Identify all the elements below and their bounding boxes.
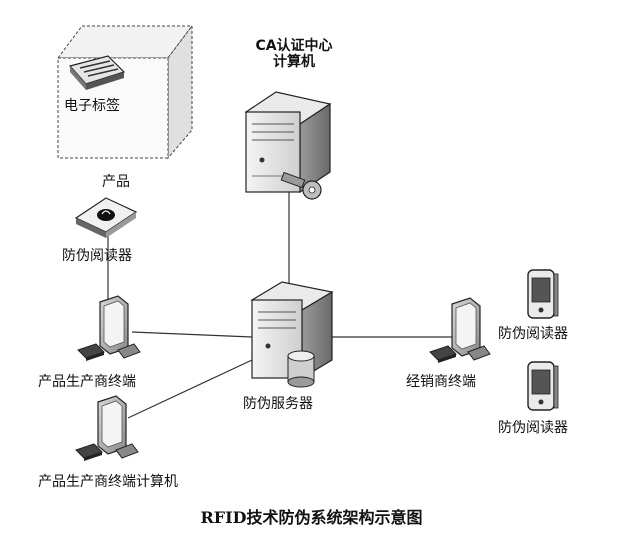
reader-right-2-label: 防伪阅读器 xyxy=(498,420,568,436)
dealer-terminal-monitor-icon xyxy=(451,297,491,361)
product-label: 产品 xyxy=(102,174,130,190)
link-producer-terminal-server xyxy=(131,331,253,338)
link-producer-computer-server xyxy=(127,359,253,419)
connection-lines xyxy=(107,188,452,419)
ca-server-tower-icon xyxy=(244,91,332,194)
producer-terminal-monitor-icon xyxy=(99,295,141,359)
key-icon xyxy=(280,171,322,200)
dealer-terminal-label: 经销商终端 xyxy=(406,374,476,390)
diagram-caption: RFID技术防伪系统架构示意图 xyxy=(200,508,423,527)
server-label: 防伪服务器 xyxy=(243,396,313,412)
dealer-terminal-keyboard-icon xyxy=(429,345,457,363)
producer-computer-label: 产品生产商终端计算机 xyxy=(38,474,178,490)
producer-terminal-label: 产品生产商终端 xyxy=(38,374,136,390)
handheld-reader-2-icon xyxy=(527,361,559,411)
ca-center-label-line2: 计算机 xyxy=(273,54,315,70)
reader-right-1-label: 防伪阅读器 xyxy=(498,326,568,342)
rfid-tag-icon xyxy=(68,55,126,90)
database-icon xyxy=(287,350,315,388)
producer-computer-keyboard-icon xyxy=(75,443,103,461)
ca-center-label: CA认证中心 计算机 xyxy=(246,38,342,70)
reader-top-left-label: 防伪阅读器 xyxy=(62,248,132,264)
reader-device-icon xyxy=(74,197,138,238)
ca-center-label-line1: CA认证中心 xyxy=(255,38,333,54)
product-box xyxy=(57,24,193,160)
anti-counterfeit-server-icon xyxy=(250,281,334,380)
producer-terminal-keyboard-icon xyxy=(77,343,105,361)
producer-computer-monitor-icon xyxy=(97,395,139,459)
e-tag-label: 电子标签 xyxy=(64,98,120,114)
handheld-reader-1-icon xyxy=(527,269,559,319)
